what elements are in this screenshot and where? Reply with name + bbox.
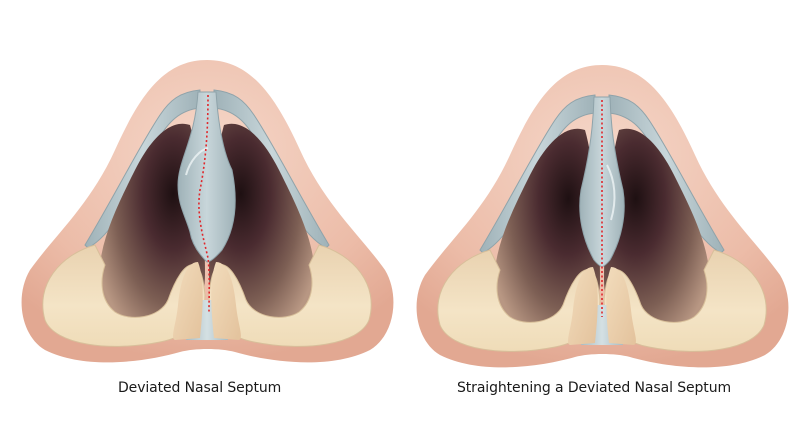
caption-straightened: Straightening a Deviated Nasal Septum (457, 380, 732, 396)
septum-cartilage (177, 91, 236, 263)
nose-illustration-straightened (395, 5, 795, 385)
figure-deviated-septum: Deviated Nasal Septum (0, 0, 400, 396)
nose-illustration-deviated (0, 0, 400, 380)
caption-deviated: Deviated Nasal Septum (118, 380, 282, 396)
figure-straightened-septum: Straightening a Deviated Nasal Septum (395, 0, 795, 440)
